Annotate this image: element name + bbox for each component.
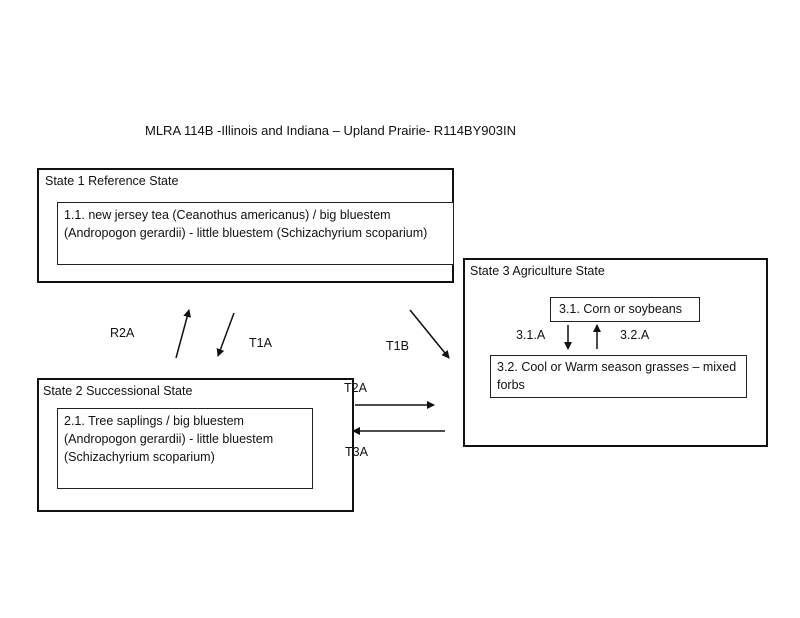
state-3-box: State 3 Agriculture State 3.1. Corn or s… bbox=[463, 258, 768, 447]
label-t1a: T1A bbox=[249, 336, 272, 350]
community-3-2: 3.2. Cool or Warm season grasses – mixed… bbox=[490, 355, 747, 398]
label-t1b: T1B bbox=[386, 339, 409, 353]
state-2-box: State 2 Successional State 2.1. Tree sap… bbox=[37, 378, 354, 512]
label-t2a: T2A bbox=[344, 381, 367, 395]
label-3-2-a: 3.2.A bbox=[620, 328, 650, 342]
label-3-1-a: 3.1.A bbox=[516, 328, 546, 342]
community-3-1: 3.1. Corn or soybeans bbox=[550, 297, 700, 322]
arrow-t1b bbox=[409, 309, 450, 359]
label-r2a: R2A bbox=[110, 326, 135, 340]
state-1-box: State 1 Reference State 1.1. new jersey … bbox=[37, 168, 454, 283]
state-3-label: State 3 Agriculture State bbox=[470, 264, 605, 278]
community-1-1: 1.1. new jersey tea (Ceanothus americanu… bbox=[57, 202, 454, 265]
community-2-1: 2.1. Tree saplings / big bluestem (Andro… bbox=[57, 408, 313, 489]
state-1-label: State 1 Reference State bbox=[45, 174, 179, 188]
arrow-t1a bbox=[216, 312, 235, 357]
state-2-label: State 2 Successional State bbox=[43, 384, 193, 398]
arrow-r2a bbox=[175, 309, 192, 359]
label-t3a: T3A bbox=[345, 445, 368, 459]
diagram-title: MLRA 114B -Illinois and Indiana – Upland… bbox=[145, 123, 516, 138]
